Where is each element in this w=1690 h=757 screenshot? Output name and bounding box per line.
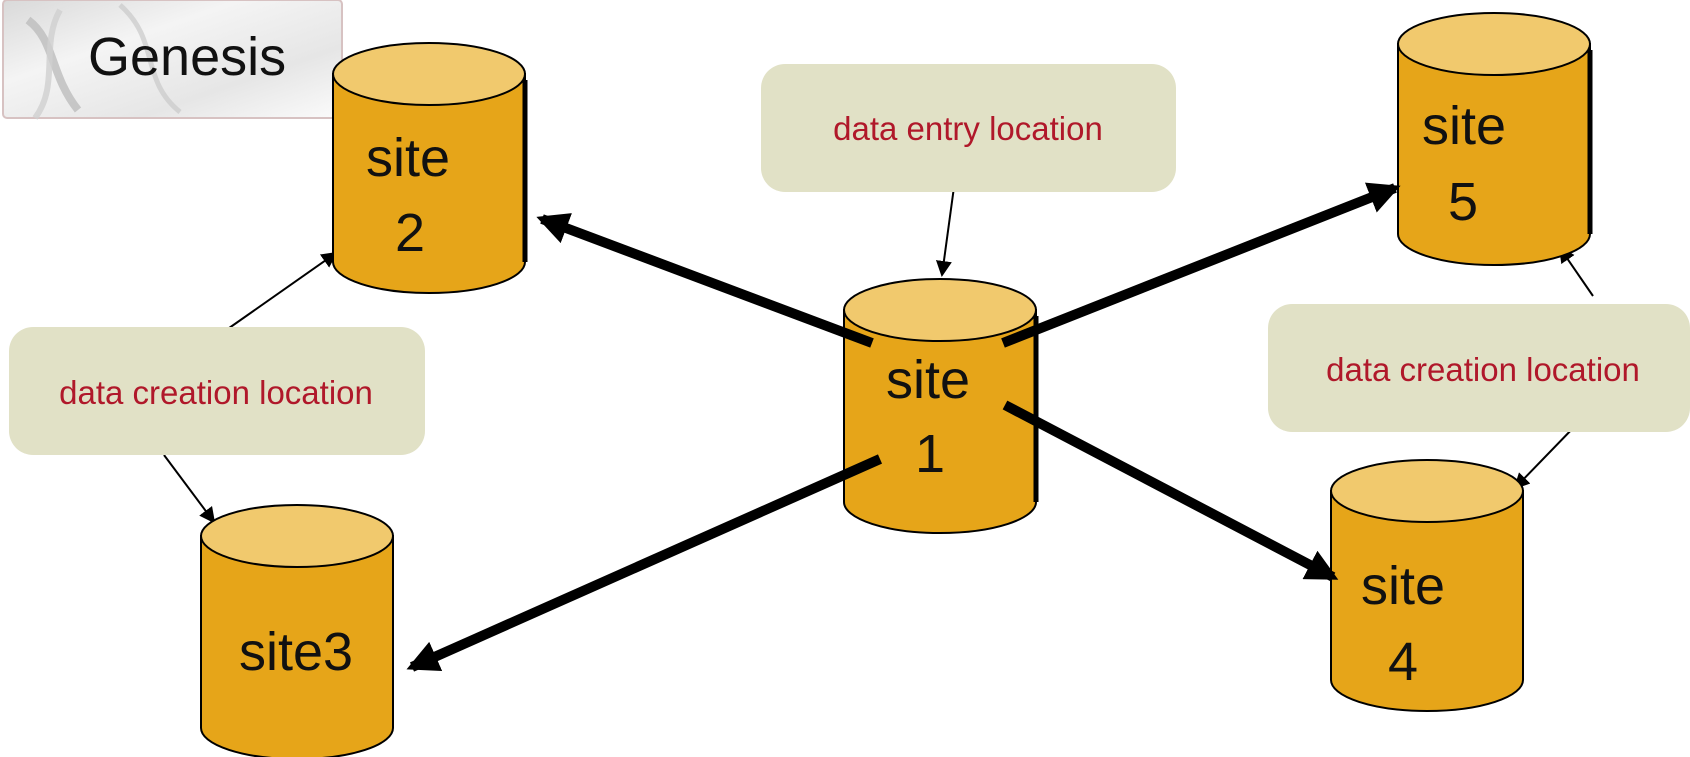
site-4-label-line1: site bbox=[1361, 556, 1445, 616]
callout-data-creation-right: data creation location bbox=[1268, 304, 1690, 432]
callout-entry-text: data entry location bbox=[833, 110, 1103, 147]
arrow-site1-to-site4 bbox=[1002, 400, 1339, 582]
site-5-label-line2: 5 bbox=[1448, 172, 1478, 232]
arrow-site1-to-site2 bbox=[536, 213, 874, 348]
site-4-label-line2: 4 bbox=[1388, 632, 1418, 692]
callout-data-entry: data entry location bbox=[761, 64, 1176, 192]
callout-pointers bbox=[163, 164, 1594, 524]
callout-creation-left-text: data creation location bbox=[59, 374, 373, 411]
replication-arrows bbox=[406, 182, 1401, 672]
logo-text: Genesis bbox=[88, 27, 286, 87]
site-3-cylinder: site3 bbox=[200, 504, 394, 757]
site-1-label-line2: 1 bbox=[915, 424, 945, 484]
site-5-label-line1: site bbox=[1422, 96, 1506, 156]
site-1-label-line1: site bbox=[886, 350, 970, 410]
callout-creation-right-text: data creation location bbox=[1326, 351, 1640, 388]
site-4-cylinder: site 4 bbox=[1330, 459, 1524, 712]
callout-data-creation-left: data creation location bbox=[9, 327, 425, 455]
site-1-cylinder: site 1 bbox=[843, 278, 1039, 534]
arrow-site1-to-site3 bbox=[406, 454, 883, 672]
site-2-label-line2: 2 bbox=[395, 203, 425, 263]
site-5-cylinder: site 5 bbox=[1397, 12, 1593, 266]
site-3-label: site3 bbox=[239, 622, 353, 682]
site-2-label-line1: site bbox=[366, 128, 450, 188]
site-2-cylinder: site 2 bbox=[332, 42, 528, 294]
arrow-site1-to-site5 bbox=[1001, 182, 1401, 348]
genesis-logo: Genesis bbox=[2, 0, 343, 120]
